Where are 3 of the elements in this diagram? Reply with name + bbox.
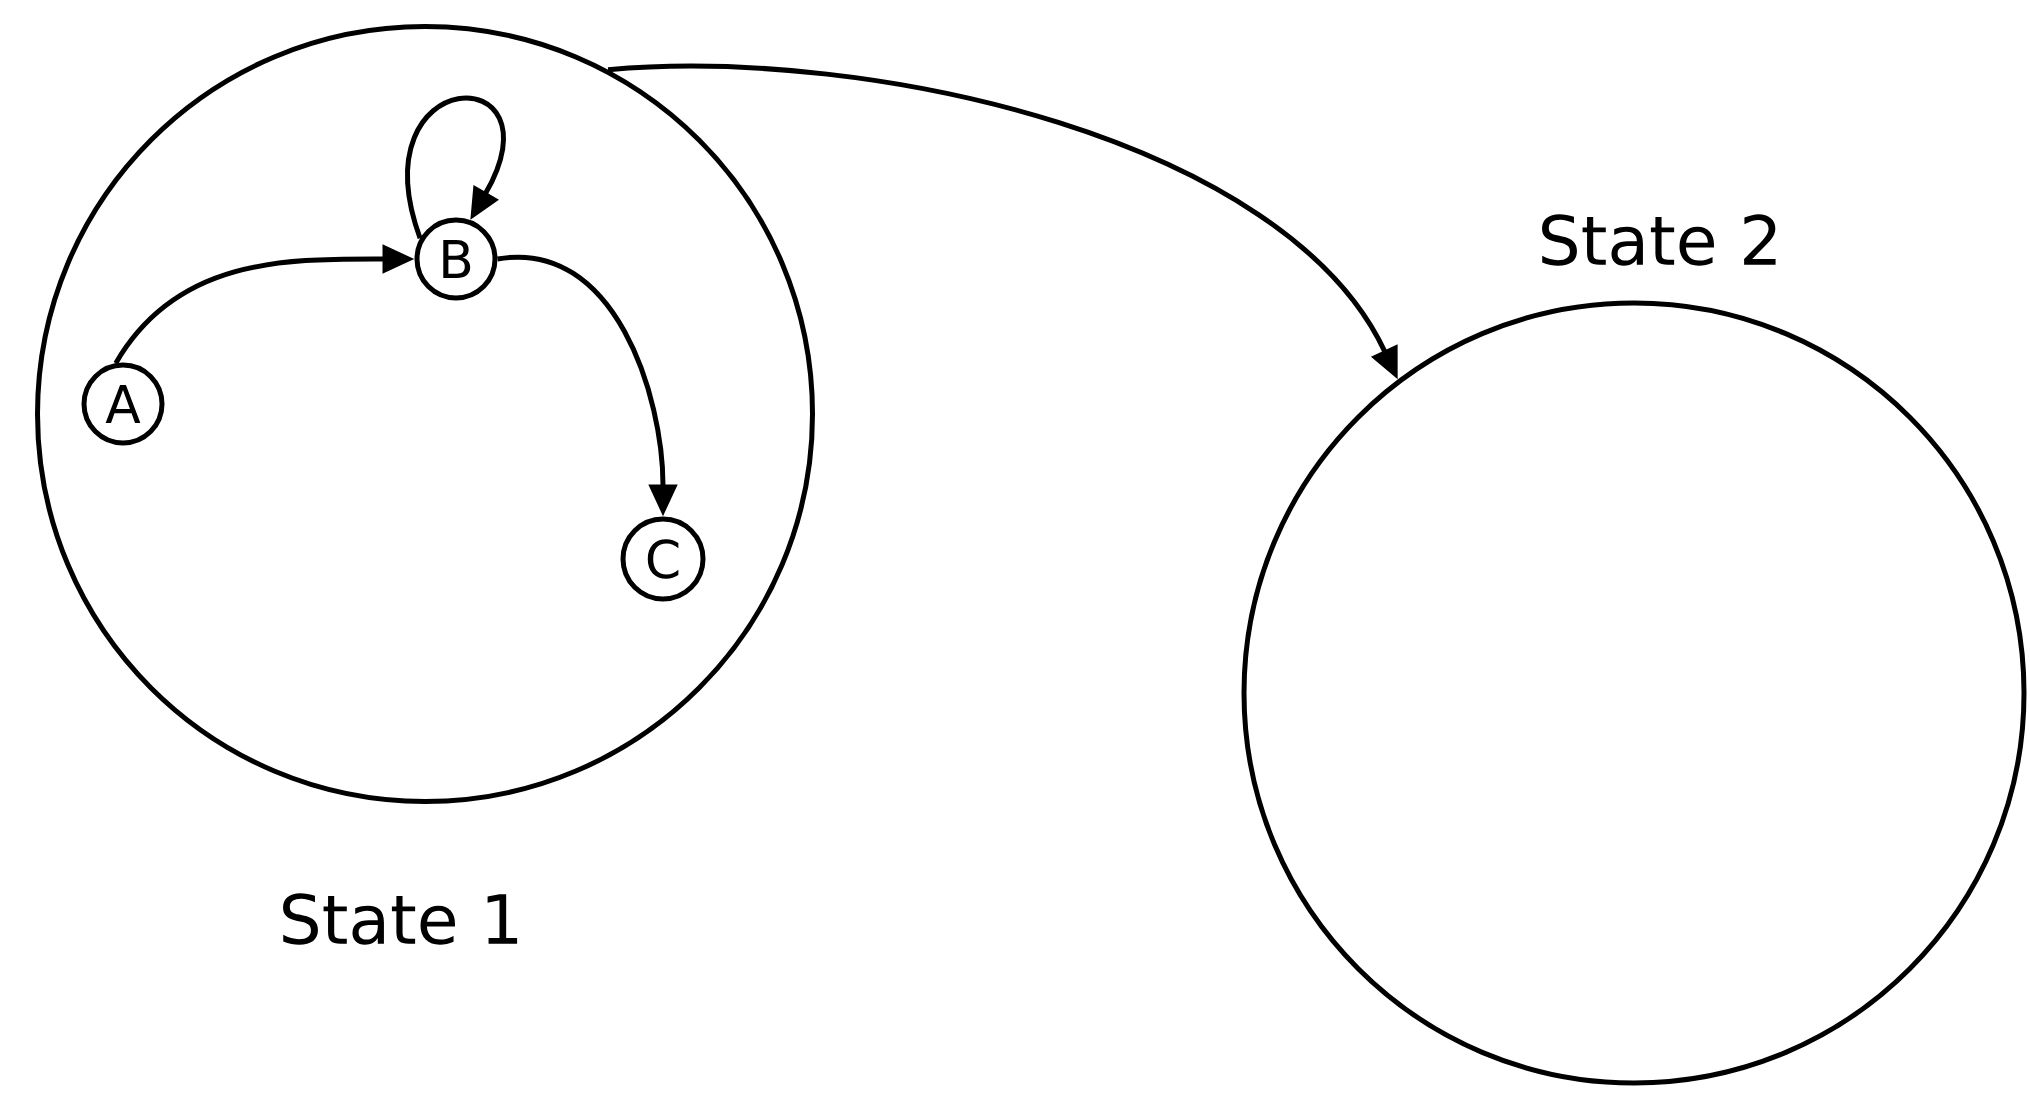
state-label: State 1: [283, 893, 518, 945]
state-label: State 2: [1542, 214, 1776, 266]
arrow: [405, 96, 506, 239]
